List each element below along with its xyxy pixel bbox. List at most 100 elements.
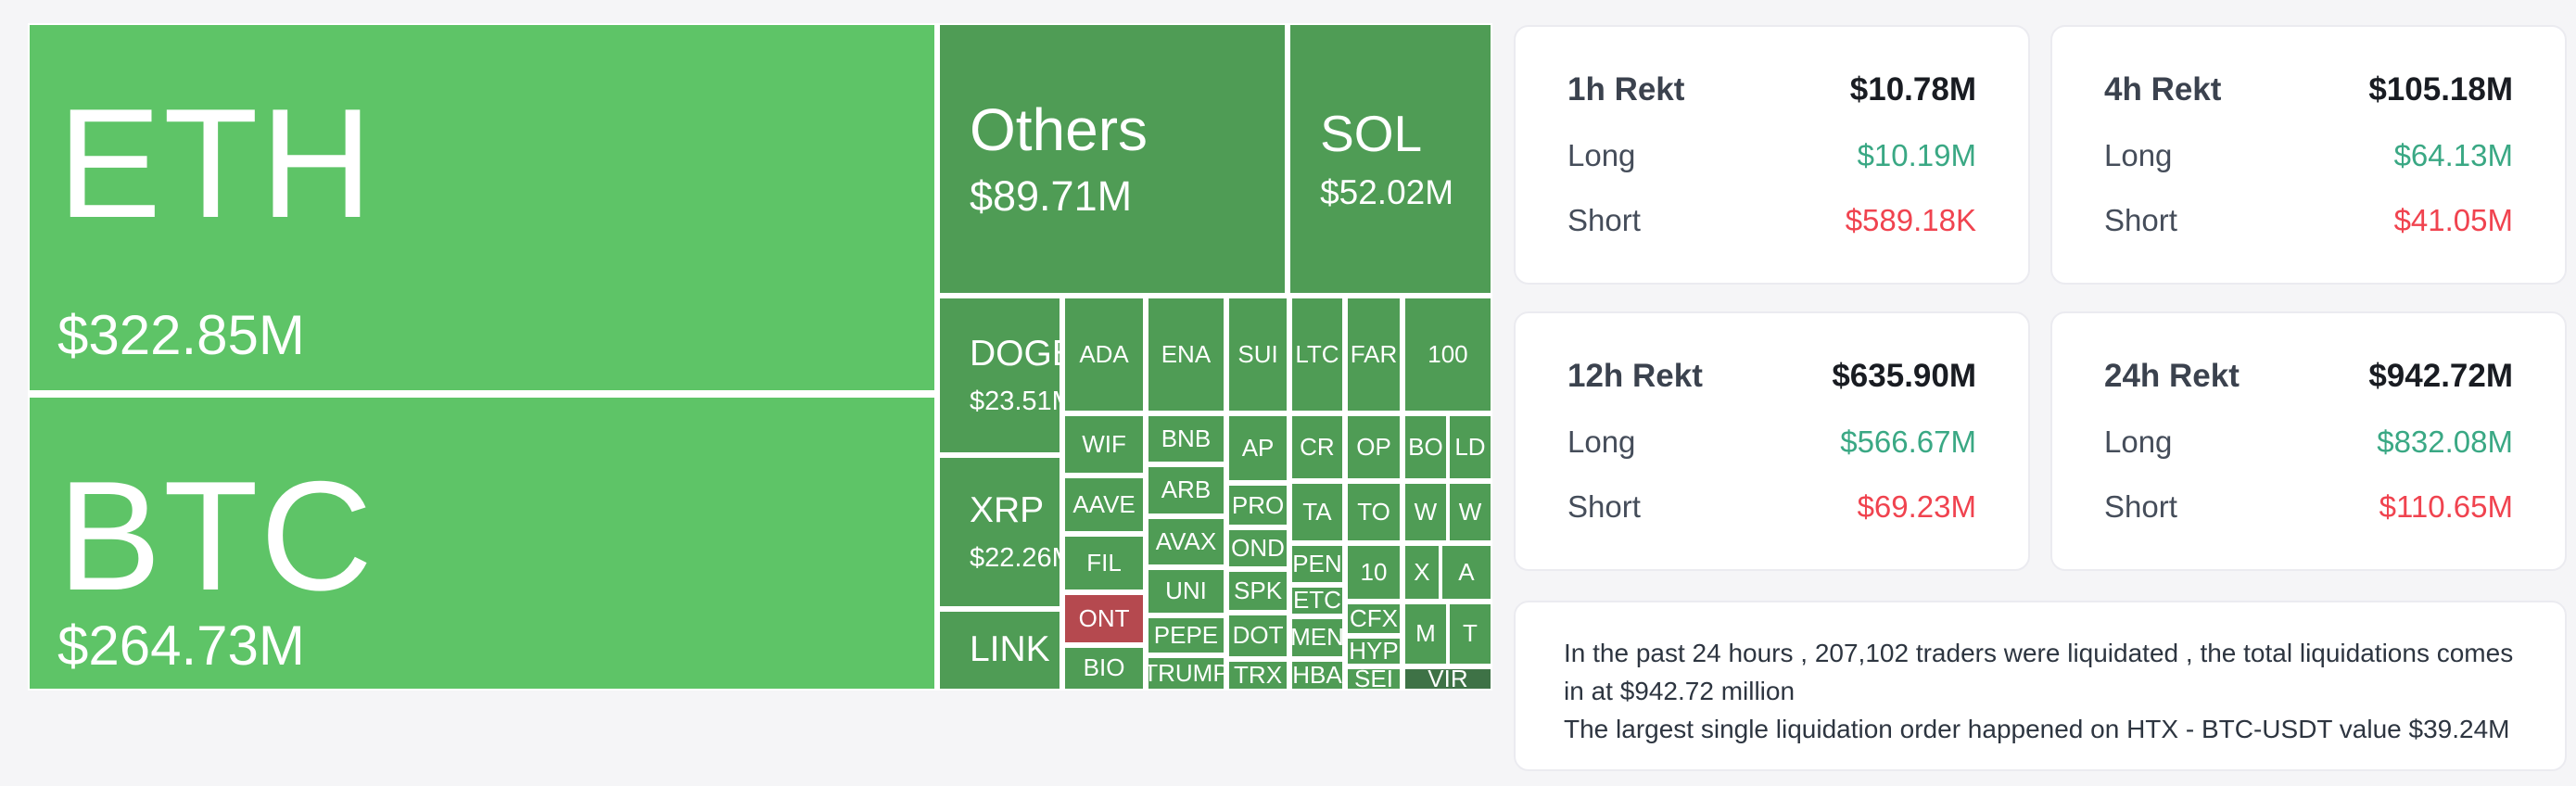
treemap-cell-w[interactable]: W — [1402, 482, 1448, 543]
treemap-cell-dot[interactable]: DOT — [1227, 613, 1289, 658]
treemap-cell-x[interactable]: X — [1402, 544, 1440, 601]
treemap-cell-avax[interactable]: AVAX — [1146, 517, 1225, 566]
cell-symbol: AVAX — [1155, 526, 1217, 555]
long-value: $64.13M — [2393, 138, 2513, 172]
treemap-cell-etc[interactable]: ETC — [1289, 586, 1344, 615]
cell-symbol: TRUMP — [1146, 658, 1225, 687]
treemap-cell-spk[interactable]: SPK — [1227, 569, 1289, 612]
cell-symbol: ETC — [1292, 586, 1341, 615]
treemap-cell-men[interactable]: MEN — [1289, 617, 1344, 658]
treemap-cell-a[interactable]: A — [1440, 544, 1492, 601]
treemap-cell-bnb[interactable]: BNB — [1146, 413, 1225, 463]
treemap-cell-far[interactable]: FAR — [1346, 296, 1402, 412]
treemap-cell-vir[interactable]: VIR — [1402, 667, 1492, 691]
rekt-card-1h: 1h Rekt$10.78M Long$10.19M Short$589.18K — [1514, 25, 2030, 285]
treemap-cell-cr[interactable]: CR — [1289, 413, 1344, 480]
cell-symbol: 10 — [1360, 558, 1388, 586]
treemap-cell-m[interactable]: M — [1402, 602, 1448, 666]
treemap-cell-t[interactable]: T — [1447, 602, 1492, 666]
long-label: Long — [1567, 138, 1636, 172]
short-label: Short — [2104, 489, 2177, 524]
treemap-cell-bo[interactable]: BO — [1402, 413, 1448, 480]
summary-line-1: In the past 24 hours , 207,102 traders w… — [1564, 639, 2514, 705]
long-label: Long — [2104, 138, 2173, 172]
cell-symbol: MEN — [1290, 623, 1344, 652]
treemap-cell-hyp[interactable]: HYP — [1346, 636, 1402, 666]
cell-symbol: W — [1414, 497, 1438, 526]
cell-symbol: A — [1458, 558, 1475, 586]
treemap-cell-w[interactable]: W — [1447, 482, 1492, 543]
card-total-value: $105.18M — [2368, 71, 2513, 108]
treemap-cell-arb[interactable]: ARB — [1146, 465, 1225, 515]
short-value: $110.65M — [2379, 489, 2513, 524]
treemap-cell-ap[interactable]: AP — [1227, 413, 1289, 482]
treemap-cell-trump[interactable]: TRUMP — [1146, 655, 1225, 691]
treemap-cell-ena[interactable]: ENA — [1146, 296, 1225, 412]
treemap-cell-ltc[interactable]: LTC — [1289, 296, 1344, 412]
card-title: 24h Rekt — [2104, 358, 2240, 394]
treemap-cell-pro[interactable]: PRO — [1227, 484, 1289, 527]
rekt-cards-grid: 1h Rekt$10.78M Long$10.19M Short$589.18K… — [1514, 25, 2567, 571]
cell-symbol: PEPE — [1153, 620, 1219, 649]
cell-value: $52.02M — [1320, 172, 1454, 211]
treemap-cell-ada[interactable]: ADA — [1063, 296, 1146, 412]
treemap-cell-10[interactable]: 10 — [1346, 544, 1402, 601]
treemap-cell-doge[interactable]: DOGE$23.51M — [937, 296, 1061, 454]
long-label: Long — [1567, 425, 1636, 459]
cell-symbol: TA — [1302, 497, 1332, 526]
treemap-cell-sui[interactable]: SUI — [1227, 296, 1289, 412]
liquidation-summary-card: In the past 24 hours , 207,102 traders w… — [1514, 601, 2567, 771]
cell-symbol: PEN — [1292, 550, 1342, 577]
cell-symbol: HYP — [1349, 636, 1399, 665]
treemap-cell-others[interactable]: Others$89.71M — [937, 23, 1287, 295]
cell-symbol: AAVE — [1072, 489, 1136, 518]
treemap-cell-100[interactable]: 100 — [1402, 296, 1492, 412]
treemap-cell-trx[interactable]: TRX — [1227, 660, 1289, 691]
cell-symbol: SPK — [1234, 576, 1283, 604]
cell-symbol: ARB — [1161, 475, 1212, 504]
cell-symbol: CR — [1300, 432, 1335, 461]
treemap-cell-pen[interactable]: PEN — [1289, 544, 1344, 584]
card-title: 1h Rekt — [1567, 71, 1685, 108]
treemap-cell-sei[interactable]: SEI — [1346, 667, 1402, 691]
cell-symbol: TRX — [1234, 660, 1283, 689]
treemap-cell-pepe[interactable]: PEPE — [1146, 616, 1225, 654]
cell-symbol: M — [1415, 619, 1436, 648]
treemap-cell-sol[interactable]: SOL $52.02M — [1288, 23, 1492, 295]
short-value: $41.05M — [2393, 203, 2513, 237]
treemap-cell-xrp[interactable]: XRP$22.26M — [937, 455, 1061, 608]
cell-symbol: WIF — [1082, 429, 1126, 458]
treemap-cell-bio[interactable]: BIO — [1063, 645, 1146, 691]
cell-symbol: FIL — [1086, 548, 1122, 577]
summary-line-2: The largest single liquidation order hap… — [1564, 715, 2510, 743]
short-label: Short — [1567, 203, 1641, 237]
treemap-cell-ld[interactable]: LD — [1447, 413, 1492, 480]
treemap-cell-btc[interactable]: BTC$264.73M — [28, 395, 937, 691]
cell-symbol: DOT — [1232, 621, 1284, 650]
card-title: 4h Rekt — [2104, 71, 2222, 108]
cell-symbol: X — [1414, 558, 1430, 586]
card-title: 12h Rekt — [1567, 358, 1703, 394]
treemap-cell-hba[interactable]: HBA — [1289, 660, 1344, 691]
treemap-cell-uni[interactable]: UNI — [1146, 568, 1225, 615]
cell-value: $322.85M — [57, 303, 305, 366]
treemap-cell-link[interactable]: LINK — [937, 610, 1061, 691]
treemap-cell-fil[interactable]: FIL — [1063, 535, 1146, 591]
treemap-cell-wif[interactable]: WIF — [1063, 413, 1146, 475]
treemap-cell-aave[interactable]: AAVE — [1063, 476, 1146, 533]
treemap-cell-to[interactable]: TO — [1346, 482, 1402, 543]
treemap-cell-ond[interactable]: OND — [1227, 527, 1289, 568]
treemap-cell-eth[interactable]: ETH$322.85M — [28, 23, 937, 393]
treemap-cell-op[interactable]: OP — [1346, 413, 1402, 480]
cell-value: $22.26M — [969, 543, 1060, 574]
rekt-card-4h: 4h Rekt$105.18M Long$64.13M Short$41.05M — [2050, 25, 2567, 285]
cell-value: $264.73M — [57, 614, 305, 677]
cell-symbol: SOL — [1320, 104, 1423, 162]
cell-symbol: LINK — [969, 629, 1050, 670]
cell-symbol: AP — [1241, 433, 1275, 462]
treemap-cell-cfx[interactable]: CFX — [1346, 602, 1402, 636]
treemap-cell-ta[interactable]: TA — [1289, 482, 1344, 543]
long-value: $10.19M — [1857, 138, 1976, 172]
cell-symbol: VIR — [1428, 667, 1468, 691]
treemap-cell-ont[interactable]: ONT — [1063, 593, 1146, 645]
